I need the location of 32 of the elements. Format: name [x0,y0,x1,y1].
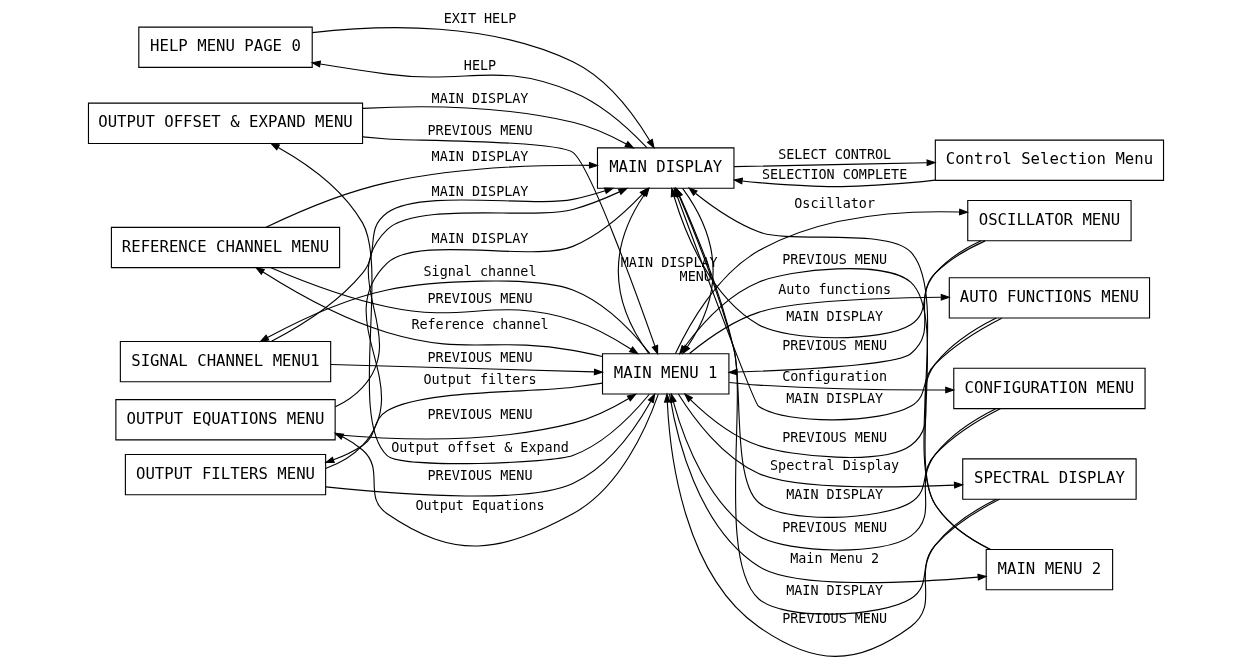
edge-label: PREVIOUS MENU [782,429,888,445]
edge-label: Output filters [423,371,537,387]
edge-label: PREVIOUS MENU [427,350,533,366]
edge-label: MAIN DISPLAY [786,390,884,406]
edge-label: Configuration [782,369,888,385]
edge-label: MAIN DISPLAY [786,486,884,502]
edge-label: PREVIOUS MENU [427,467,533,483]
edge-label: HELP [463,58,497,74]
edge-label: PREVIOUS MENU [782,520,888,536]
edge-label: PREVIOUS MENU [427,290,533,306]
edge-label: MAIN DISPLAY [786,308,884,324]
edge-label: PREVIOUS MENU [427,407,533,423]
edge-label: Spectral Display [770,457,900,473]
edge-label: MAIN DISPLAY [431,183,529,199]
edge-label: PREVIOUS MENU [782,337,888,353]
edge-label: EXIT HELP [443,11,517,27]
edge-label: PREVIOUS MENU [782,251,888,267]
edge-label: MAIN DISPLAY [431,148,529,164]
edge-label: Oscillator [794,195,875,211]
edge-label: PREVIOUS MENU [782,610,888,626]
edge-label: SELECTION COMPLETE [761,166,908,182]
edge-label: Auto functions [778,282,892,298]
edge-label: Main Menu 2 [790,550,880,566]
edge-label: Output Equations [415,497,545,513]
edge-label: MAIN DISPLAY [431,90,529,106]
edge-label: PREVIOUS MENU [427,123,533,139]
edge-label: Output offset & Expand [391,439,569,455]
edge-label: Signal channel [423,264,537,280]
edge-label: MAIN DISPLAY [786,582,884,598]
edge-label: Reference channel [411,316,549,332]
edge-label: SELECT CONTROL [778,146,892,162]
edge-label: MAIN DISPLAY [431,230,529,246]
